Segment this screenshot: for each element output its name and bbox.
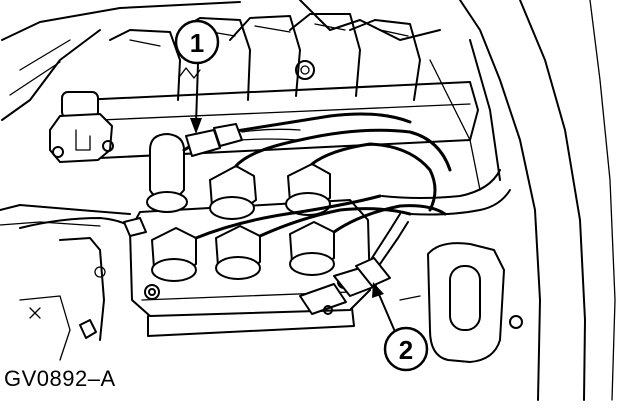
left-harness <box>19 217 147 237</box>
engine-background <box>0 0 616 401</box>
left-sensor <box>49 91 114 163</box>
callout-2-label: 2 <box>399 335 413 365</box>
figure-code: GV0892–A <box>4 366 116 391</box>
sensor-connector <box>299 213 409 315</box>
lower-coil-boots <box>151 221 335 282</box>
right-bracket <box>399 242 523 363</box>
intake-manifold <box>79 13 479 159</box>
upper-coil-boots <box>146 133 331 220</box>
leader-lines <box>190 63 397 335</box>
callout-1-label: 1 <box>190 28 204 58</box>
callout-1: 1 <box>174 19 220 65</box>
coil-connector <box>185 123 301 157</box>
callout-2: 2 <box>383 326 429 372</box>
